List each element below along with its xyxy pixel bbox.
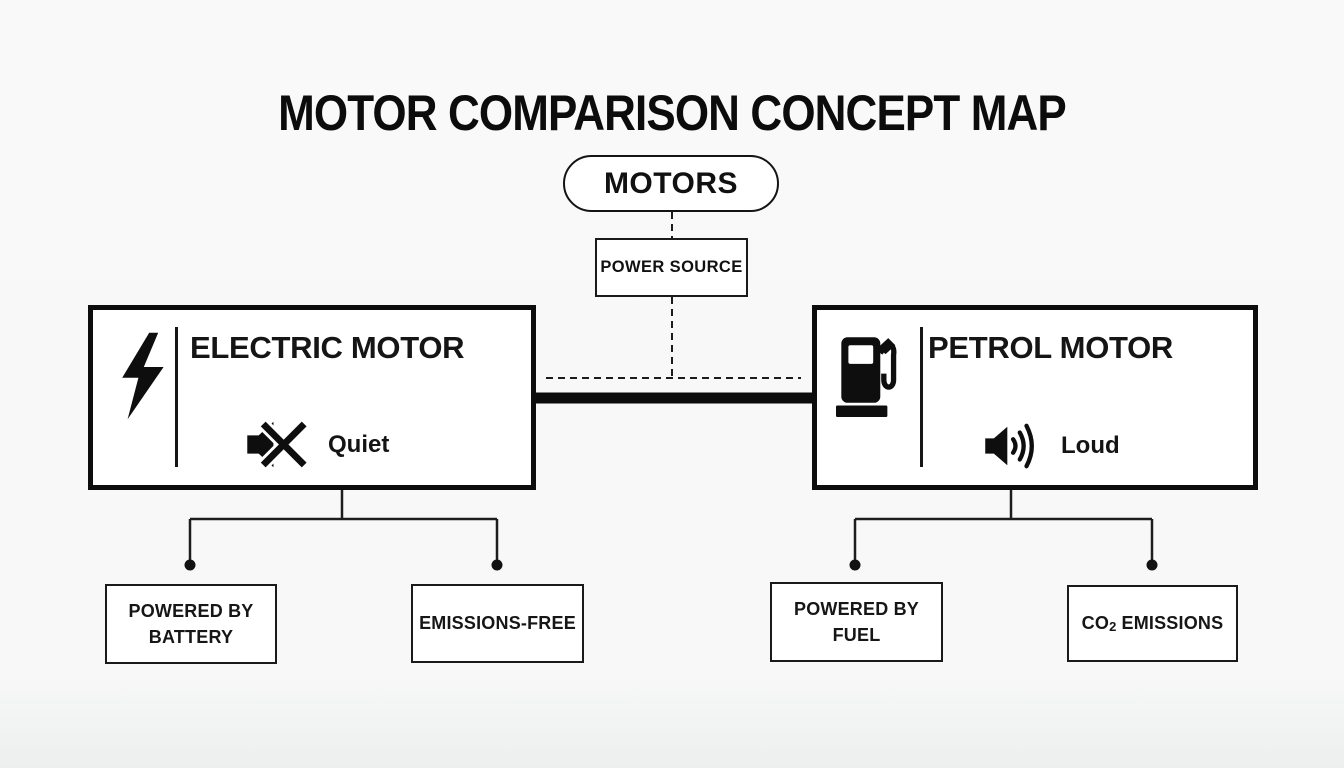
petrol-sound-row: Loud: [983, 422, 1120, 470]
root-node-label: MOTORS: [603, 166, 739, 200]
branch-end-dots: [184, 559, 1158, 571]
vertical-divider: [175, 327, 178, 467]
dashed-power-source-links: [546, 212, 801, 379]
page-title: MOTOR COMPARISON CONCEPT MAP: [278, 85, 1067, 141]
leaf-label-line: BATTERY: [148, 627, 234, 647]
petrol-motor-title: PETROL MOTOR: [928, 330, 1173, 365]
lightning-bolt-icon: [122, 332, 164, 420]
quiet-label: Quiet: [328, 430, 390, 458]
leaf-node-emissions-free: EMISSIONS-FREE: [411, 584, 584, 663]
co2-label-suffix: EMISSIONS: [1121, 613, 1224, 634]
petrol-motor-box: PETROL MOTOR Loud: [812, 305, 1258, 490]
petrol-branch-lines: [853, 490, 1154, 560]
electric-branch-lines: [188, 490, 499, 560]
leaf-node-powered-by-fuel: POWERED BY FUEL: [770, 582, 943, 662]
leaf-label-line: EMISSIONS-FREE: [419, 613, 576, 634]
muted-speaker-icon: [247, 419, 309, 470]
loud-label: Loud: [1061, 432, 1120, 459]
relation-node-power-source: POWER SOURCE: [595, 238, 748, 297]
root-node-motors: MOTORS: [563, 155, 779, 212]
leaf-node-co2-emissions: CO 2 EMISSIONS: [1067, 585, 1238, 662]
leaf-label-line: FUEL: [832, 625, 881, 645]
speaker-loud-icon: [985, 423, 1034, 469]
leaf-label-line: POWERED BY: [128, 600, 254, 621]
power-source-label: POWER SOURCE: [600, 258, 743, 276]
co2-label-prefix: CO: [1081, 613, 1110, 634]
leaf-node-powered-by-battery: POWERED BY BATTERY: [105, 584, 277, 664]
leaf-label-line: POWERED BY: [793, 598, 919, 619]
fuel-pump-icon: [836, 337, 897, 417]
electric-sound-row: Quiet: [245, 418, 389, 471]
electric-motor-title: ELECTRIC MOTOR: [190, 330, 465, 365]
vertical-divider: [920, 327, 923, 467]
electric-motor-box: ELECTRIC MOTOR Quiet: [88, 305, 536, 490]
co2-label-subscript: 2: [1109, 619, 1117, 635]
